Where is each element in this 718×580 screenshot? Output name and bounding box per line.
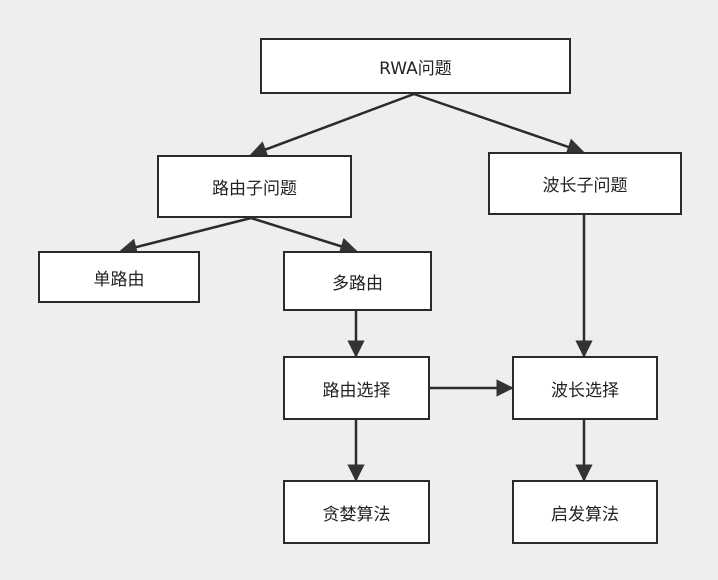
node-label: 波长子问题 bbox=[542, 176, 628, 196]
node-label: 启发算法 bbox=[551, 504, 619, 525]
node-label: 波长选择 bbox=[551, 380, 619, 401]
node-single-route: 单路由 bbox=[38, 251, 200, 303]
node-wavelength-subproblem: 波长子问题 bbox=[488, 152, 682, 215]
node-label: 多路由 bbox=[332, 273, 383, 294]
edge-root-to-wavelength-subproblem bbox=[413, 92, 585, 156]
node-routing-subproblem: 路由子问题 bbox=[157, 155, 352, 218]
node-label: 路由子问题 bbox=[212, 179, 297, 199]
node-rwa-problem: RWA问题 bbox=[260, 38, 571, 94]
edge-routing-subproblem-to-multi-route bbox=[250, 216, 358, 255]
node-greedy-algorithm: 贪婪算法 bbox=[283, 480, 430, 544]
node-label: 单路由 bbox=[93, 269, 145, 290]
node-label: 贪婪算法 bbox=[322, 504, 391, 525]
node-label: 路由选择 bbox=[322, 380, 391, 401]
node-wavelength-selection: 波长选择 bbox=[512, 356, 658, 420]
node-route-selection: 路由选择 bbox=[283, 356, 430, 420]
node-heuristic-algorithm: 启发算法 bbox=[512, 480, 658, 544]
node-label: RWA问题 bbox=[379, 58, 452, 79]
edge-root-to-routing-subproblem bbox=[249, 92, 415, 158]
edge-routing-subproblem-to-single-route bbox=[119, 216, 252, 256]
node-multi-route: 多路由 bbox=[283, 251, 432, 311]
